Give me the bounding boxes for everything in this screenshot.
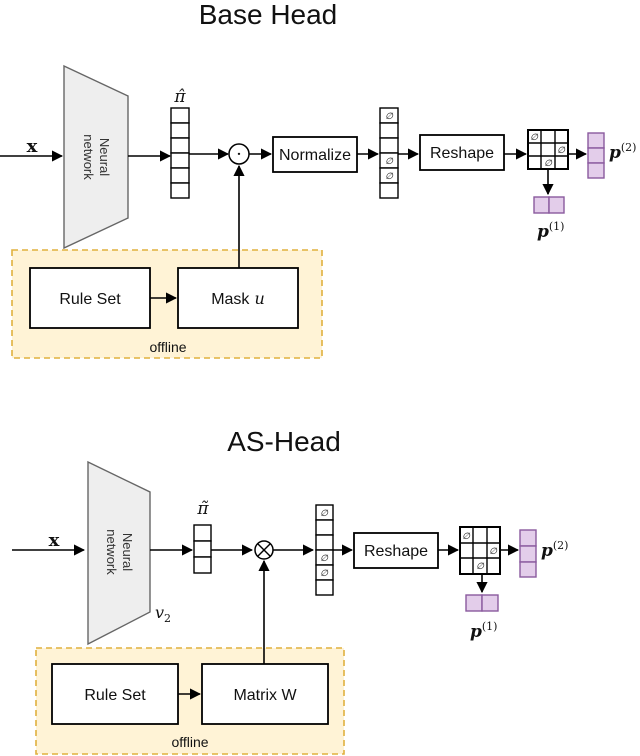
as-input-label: x	[49, 530, 60, 551]
as-p2-label: p(2)	[541, 539, 568, 561]
svg-text:∅: ∅	[385, 112, 394, 122]
base-network-label: Neural network	[81, 134, 112, 180]
base-reshaped-matrix: ∅ ∅ ∅	[527, 129, 569, 170]
svg-text:∅: ∅	[489, 547, 498, 557]
mask-box	[177, 267, 299, 329]
as-network-label: Neural network	[104, 529, 135, 575]
as-reshaped-matrix: ∅ ∅ ∅	[459, 526, 501, 575]
base-p2-label: p(2)	[609, 141, 636, 163]
svg-text:Neural: Neural	[97, 138, 112, 176]
svg-text:∅: ∅	[320, 554, 329, 564]
as-p2-vector	[519, 529, 537, 578]
as-reshape-label: Reshape	[364, 543, 428, 560]
as-times-cross-b	[257, 543, 271, 557]
svg-text:Neural: Neural	[120, 533, 135, 571]
svg-text:∅: ∅	[544, 159, 553, 169]
svg-text:network: network	[81, 134, 96, 180]
base-normalized-vector: ∅ ∅ ∅	[379, 107, 399, 199]
base-input-label: x	[27, 136, 38, 157]
as-neural-network	[87, 460, 151, 646]
svg-text:network: network	[104, 529, 119, 575]
base-rule-set-box	[29, 267, 151, 329]
matrix-w-box	[201, 663, 329, 725]
as-reshape-box	[353, 532, 439, 569]
svg-text:∅: ∅	[462, 532, 471, 542]
base-offline-label: offline	[149, 339, 186, 355]
svg-text:∅: ∅	[557, 146, 566, 156]
as-output-vector: ∅ ∅ ∅	[315, 504, 334, 596]
as-pi-vector	[193, 524, 212, 574]
base-reshape-box	[419, 134, 505, 171]
as-head-title: AS-Head	[227, 426, 341, 457]
base-reshape-label: Reshape	[430, 145, 494, 162]
normalize-label: Normalize	[279, 147, 351, 164]
svg-text:∅: ∅	[385, 157, 394, 167]
as-head-section: AS-Head x Neural network v2 π̃ ∅	[12, 426, 568, 755]
base-pi-vector	[170, 107, 190, 199]
svg-text:∅: ∅	[320, 569, 329, 579]
base-head-title: Base Head	[199, 0, 338, 30]
as-pi-label: π̃	[196, 499, 209, 519]
base-pi-label: π̂	[173, 87, 186, 107]
mask-label: Mask u	[211, 289, 265, 308]
base-p1-label: p(1)	[537, 220, 564, 242]
svg-text:∅: ∅	[530, 133, 539, 143]
as-v2-label: v2	[155, 603, 171, 625]
normalize-box	[272, 136, 358, 173]
base-rule-set-label: Rule Set	[59, 291, 121, 308]
base-dot-symbol: ·	[236, 144, 242, 165]
base-neural-network	[63, 64, 129, 250]
base-p2-vector	[587, 132, 605, 179]
as-offline-label: offline	[171, 734, 208, 750]
svg-text:∅: ∅	[320, 509, 329, 519]
as-p1-vector	[465, 594, 499, 612]
svg-text:∅: ∅	[476, 562, 485, 572]
as-p1-label: p(1)	[470, 620, 497, 642]
matrix-w-label: Matrix W	[233, 687, 297, 704]
base-head-section: Base Head x Neural network π̂ · Normaliz…	[0, 0, 636, 359]
as-rule-set-label: Rule Set	[84, 687, 146, 704]
svg-text:∅: ∅	[385, 172, 394, 182]
base-p1-vector	[533, 196, 565, 214]
